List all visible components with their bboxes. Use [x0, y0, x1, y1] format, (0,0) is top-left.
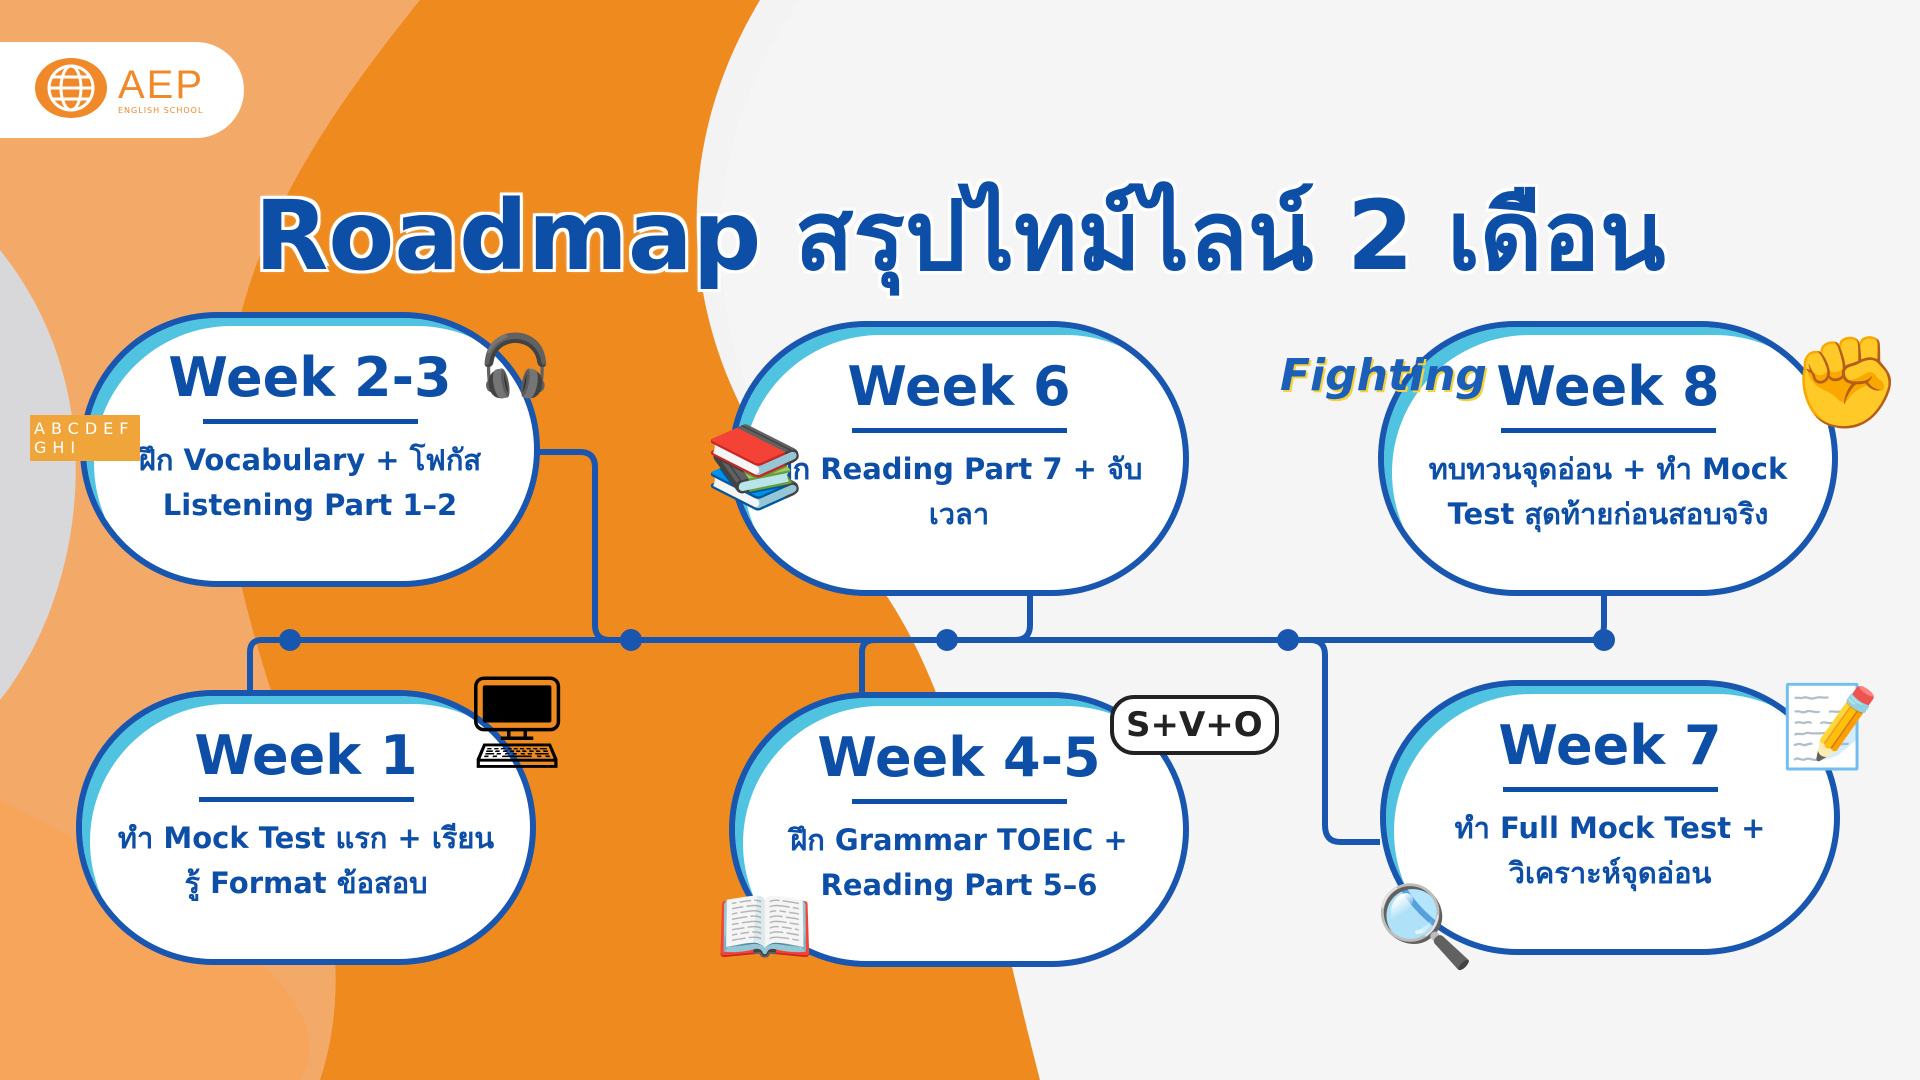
divider — [851, 428, 1067, 433]
timeline-dot — [1277, 629, 1299, 651]
books-icon: 📚 — [705, 420, 805, 513]
letter-blocks-icon: ABCDEFGHI — [30, 415, 140, 461]
fighting-sticker: Fighting — [1280, 350, 1487, 401]
svo-bubble: S+V+O — [1110, 695, 1279, 755]
week-desc: ทำ Mock Test แรก + เรียนรู้ Format ข้อสอ… — [117, 821, 495, 900]
week-label: Week 1 — [194, 724, 418, 787]
week-card-2-3: Week 2-3 ฝึก Vocabulary + โฟกัส Listening… — [80, 312, 540, 587]
logo-subtitle: ENGLISH SCHOOL — [118, 106, 204, 115]
divider — [851, 799, 1067, 804]
divider — [198, 797, 414, 802]
week-label: Week 2-3 — [168, 346, 452, 409]
headphones-icon: 🎧 — [478, 331, 553, 401]
open-book-icon: 📖 — [715, 880, 815, 973]
timeline-dot — [936, 629, 958, 651]
divider — [202, 419, 418, 424]
test-paper-icon: 📝 — [1780, 680, 1880, 773]
week-desc: ฝึก Vocabulary + โฟกัส Listening Part 1–… — [138, 443, 482, 522]
globe-icon — [35, 58, 107, 118]
document-search-icon: 🔍 — [1375, 880, 1475, 973]
timeline-dot — [279, 629, 301, 651]
week-desc: ทำ Full Mock Test + วิเคราะห์จุดอ่อน — [1454, 811, 1766, 890]
week-desc: ฝึก Reading Part 7 + จับเวลา — [775, 452, 1143, 531]
week-label: Week 7 — [1498, 714, 1722, 777]
timeline-dot — [620, 629, 642, 651]
fist-icon: ✊ — [1790, 330, 1903, 435]
week-card-8: Week 8 ทบทวนจุดอ่อน + ทำ Mock Test สุดท้า… — [1378, 321, 1838, 596]
week-desc: ทบทวนจุดอ่อน + ทำ Mock Test สุดท้ายก่อนส… — [1428, 452, 1788, 531]
week-card-7: Week 7 ทำ Full Mock Test + วิเคราะห์จุดอ่… — [1380, 680, 1840, 955]
timeline-dot — [1593, 629, 1615, 651]
computer-checklist-icon: 🖥 — [460, 670, 575, 775]
week-label: Week 8 — [1496, 355, 1720, 418]
week-card-6: Week 6 ฝึก Reading Part 7 + จับเวลา — [729, 321, 1189, 596]
week-label: Week 6 — [847, 355, 1071, 418]
week-card-1: Week 1 ทำ Mock Test แรก + เรียนรู้ Format… — [76, 690, 536, 965]
week-desc: ฝึก Grammar TOEIC + Reading Part 5–6 — [790, 823, 1128, 902]
divider — [1502, 787, 1718, 792]
page-title: Roadmap สรุปไทม์ไลน์ 2 เดือน — [254, 180, 1666, 292]
logo-name: AEP — [118, 63, 205, 107]
divider — [1500, 428, 1716, 433]
week-label: Week 4-5 — [817, 726, 1101, 789]
